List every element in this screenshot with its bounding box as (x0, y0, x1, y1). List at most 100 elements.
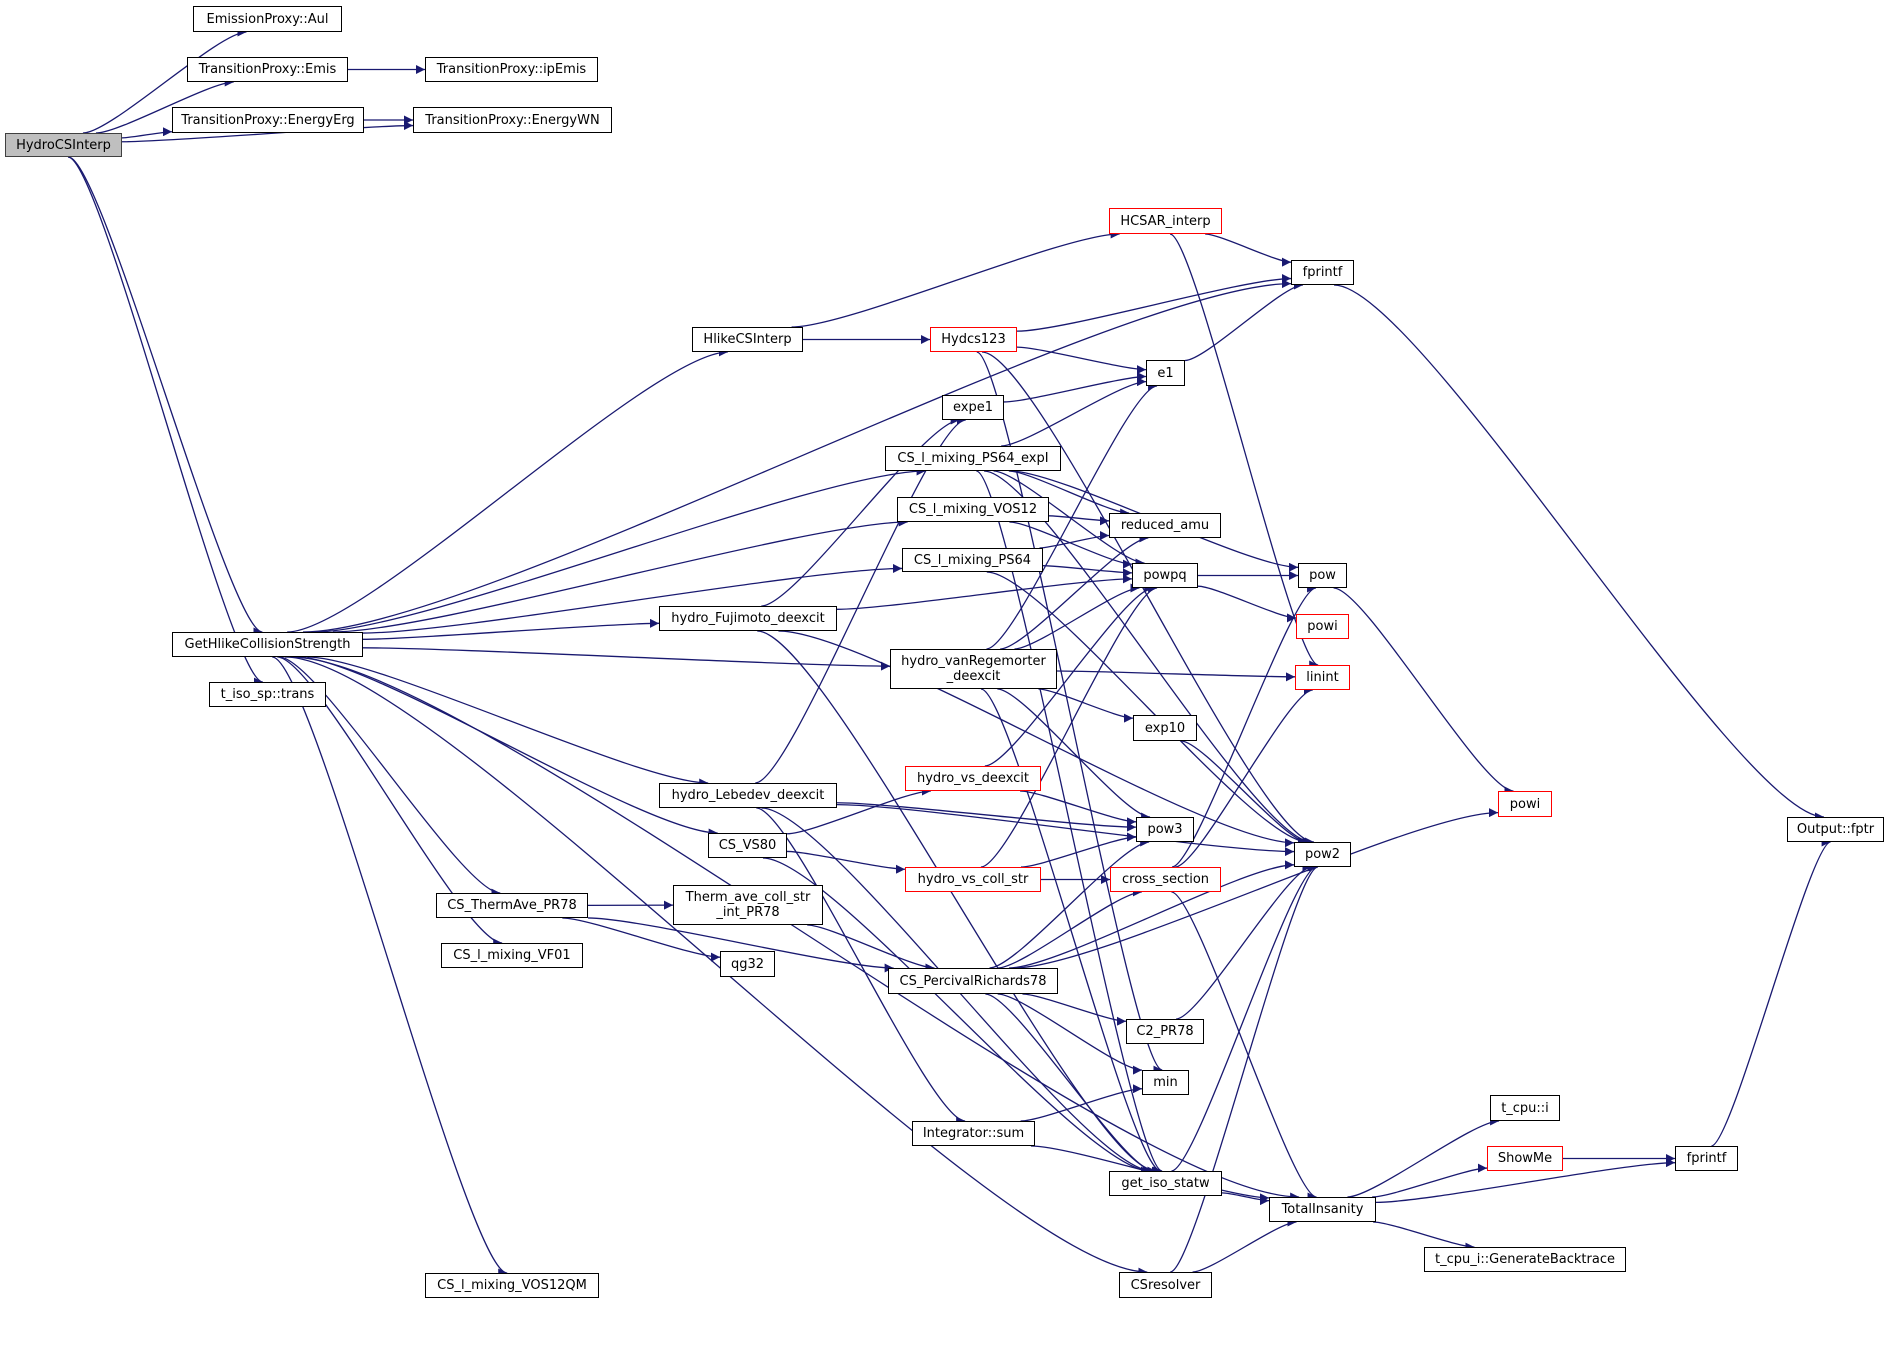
edge-pow-to-powi-low (1333, 587, 1514, 796)
edge-csresolver-to-pow2 (1169, 862, 1319, 1273)
node-pow[interactable]: pow (1298, 563, 1347, 588)
node-hydro-vs-coll-str[interactable]: hydro_vs_coll_str (905, 867, 1041, 892)
edge-cs-percival-richards78-to-get-iso-statw (985, 993, 1154, 1176)
edge-cs-l-mixing-ps64-to-reduced-amu (1039, 531, 1110, 549)
edge-get-hlike-collision-strength-to-csresolver (285, 656, 1148, 1277)
node-therm-ave-coll-str-int-pr78[interactable]: Therm_ave_coll_str _int_PR78 (673, 885, 823, 925)
edge-hcsar-interp-to-linint (1169, 233, 1319, 670)
node-t-cpu-i[interactable]: t_cpu::i (1490, 1095, 1560, 1121)
edge-hydro-csinterp-to-transition-proxy-emis (95, 77, 234, 134)
edge-cross-section-to-linint (1175, 685, 1313, 868)
node-fprintf-low[interactable]: fprintf (1675, 1146, 1738, 1171)
node-hydro-csinterp: HydroCSInterp (5, 133, 122, 157)
edge-cross-section-to-pow (1171, 583, 1317, 868)
node-fprintf-top[interactable]: fprintf (1291, 260, 1354, 285)
node-transition-proxy-energy-wn[interactable]: TransitionProxy::EnergyWN (413, 107, 612, 133)
node-t-iso-sp-trans[interactable]: t_iso_sp::trans (209, 682, 326, 707)
node-hydro-fujimoto-deexcit[interactable]: hydro_Fujimoto_deexcit (659, 606, 837, 631)
edge-exp10-to-pow2 (1181, 740, 1308, 847)
edge-integrator-sum-to-min (1020, 1084, 1143, 1122)
edge-cs-therm-ave-pr78-to-qg32 (562, 917, 721, 962)
node-get-iso-statw[interactable]: get_iso_statw (1109, 1171, 1222, 1196)
node-hlike-csinterp[interactable]: HlikeCSInterp (692, 327, 803, 352)
edge-get-iso-statw-to-pow2 (1171, 862, 1317, 1172)
edge-hydcs123-to-pow2 (981, 351, 1315, 847)
edge-get-hlike-collision-strength-to-cs-l-mixing-vos12 (332, 517, 908, 633)
node-get-hlike-collision-strength[interactable]: GetHlikeCollisionStrength (172, 632, 363, 657)
edge-hydro-lebedev-deexcit-to-pow3 (836, 802, 1137, 832)
node-pow3[interactable]: pow3 (1136, 817, 1194, 842)
edge-total-insanity-to-show-me (1372, 1163, 1488, 1198)
edge-get-hlike-collision-strength-to-cs-l-mixing-ps64-exp-i (314, 466, 926, 633)
node-linint[interactable]: linint (1295, 665, 1350, 690)
node-cross-section[interactable]: cross_section (1110, 867, 1221, 892)
node-integrator-sum[interactable]: Integrator::sum (912, 1121, 1035, 1146)
node-hydro-van-regemorter-deexcit[interactable]: hydro_vanRegemorter _deexcit (890, 649, 1057, 689)
node-transition-proxy-ip-emis[interactable]: TransitionProxy::ipEmis (425, 57, 598, 82)
edge-hydro-vs-coll-str-to-powpq (980, 583, 1158, 868)
edge-hydro-van-regemorter-deexcit-to-e1 (986, 381, 1158, 650)
edge-hydro-fujimoto-deexcit-to-get-iso-statw (757, 630, 1157, 1176)
edge-hcsar-interp-to-fprintf-top (1205, 233, 1292, 267)
node-min[interactable]: min (1142, 1070, 1189, 1095)
node-c2-pr78[interactable]: C2_PR78 (1126, 1019, 1204, 1044)
node-cs-percival-richards78[interactable]: CS_PercivalRichards78 (888, 968, 1058, 994)
node-cs-l-mixing-ps64[interactable]: CS_l_mixing_PS64 (902, 548, 1043, 572)
node-show-me[interactable]: ShowMe (1487, 1146, 1563, 1171)
node-hydro-vs-deexcit[interactable]: hydro_vs_deexcit (905, 766, 1041, 791)
node-csresolver[interactable]: CSresolver (1119, 1272, 1212, 1298)
edge-cs-l-mixing-ps64-to-powpq (1042, 565, 1133, 578)
edge-hydro-csinterp-to-t-iso-sp-trans (67, 156, 264, 687)
node-output-fptr[interactable]: Output::fptr (1787, 817, 1884, 842)
edge-cs-percival-richards78-to-pow3 (989, 837, 1150, 969)
node-cs-l-mixing-ps64-exp-i[interactable]: CS_l_mixing_PS64_expI (885, 446, 1061, 471)
edge-get-hlike-collision-strength-to-hydro-van-regemorter-deexcit (362, 647, 891, 671)
edge-total-insanity-to-t-cpu-i (1347, 1116, 1500, 1198)
node-cs-l-mixing-vf01[interactable]: CS_l_mixing_VF01 (441, 943, 583, 968)
edge-hydcs123-to-fprintf-top (1016, 274, 1292, 332)
edge-cs-l-mixing-ps64-to-pow2 (986, 571, 1308, 847)
edge-get-hlike-collision-strength-to-fprintf-top (302, 279, 1292, 633)
edge-hydro-van-regemorter-deexcit-to-exp10 (1038, 688, 1134, 723)
node-emission-proxy-aul[interactable]: EmissionProxy::Aul (193, 6, 342, 32)
edge-hydro-fujimoto-deexcit-to-powpq (836, 574, 1133, 610)
node-hydro-lebedev-deexcit[interactable]: hydro_Lebedev_deexcit (659, 783, 837, 808)
edge-cross-section-to-total-insanity (1171, 891, 1317, 1202)
node-cs-vs80[interactable]: CS_VS80 (708, 833, 787, 858)
edge-cs-l-mixing-ps64-exp-i-to-reduced-amu (1008, 470, 1130, 518)
edge-get-hlike-collision-strength-to-total-insanity (290, 656, 1300, 1202)
node-qg32[interactable]: qg32 (720, 951, 775, 977)
edge-hydro-lebedev-deexcit-to-pow2 (836, 803, 1295, 857)
node-t-cpu-i-generate-backtrace[interactable]: t_cpu_i::GenerateBacktrace (1424, 1247, 1626, 1272)
edge-cs-therm-ave-pr78-to-cs-percival-richards78 (587, 917, 894, 973)
node-powi-top[interactable]: powi (1296, 614, 1349, 639)
edge-hlike-csinterp-to-hcsar-interp (791, 229, 1120, 328)
edge-therm-ave-coll-str-int-pr78-to-cs-percival-richards78 (807, 924, 935, 973)
node-reduced-amu[interactable]: reduced_amu (1109, 513, 1221, 538)
edge-get-hlike-collision-strength-to-hydro-fujimoto-deexcit (362, 618, 660, 640)
edge-hydro-csinterp-to-transition-proxy-energy-wn (121, 121, 414, 143)
node-hydcs123[interactable]: Hydcs123 (930, 327, 1017, 352)
edge-hydcs123-to-e1 (1016, 346, 1147, 375)
node-cs-l-mixing-vos12[interactable]: CS_l_mixing_VOS12 (897, 497, 1049, 522)
edge-total-insanity-to-t-cpu-i-generate-backtrace (1373, 1221, 1475, 1252)
node-cs-l-mixing-vos12-qm[interactable]: CS_l_mixing_VOS12QM (425, 1273, 599, 1298)
edge-cs-vs80-to-hydro-vs-coll-str (786, 850, 906, 874)
node-e1[interactable]: e1 (1146, 360, 1185, 386)
node-hcsar-interp[interactable]: HCSAR_interp (1109, 208, 1222, 234)
node-transition-proxy-energy-erg[interactable]: TransitionProxy::EnergyErg (172, 107, 364, 133)
node-pow2[interactable]: pow2 (1294, 842, 1351, 867)
node-cs-therm-ave-pr78[interactable]: CS_ThermAve_PR78 (436, 893, 588, 918)
edge-cs-vs80-to-hydro-vs-deexcit (786, 786, 931, 835)
node-transition-proxy-emis[interactable]: TransitionProxy::Emis (187, 57, 348, 82)
edge-hydro-fujimoto-deexcit-to-pow2 (778, 630, 1295, 848)
edge-fprintf-top-to-output-fptr (1334, 284, 1824, 822)
edge-get-hlike-collision-strength-to-cs-l-mixing-ps64 (362, 563, 903, 634)
node-powi-low[interactable]: powi (1498, 791, 1552, 817)
node-exp10[interactable]: exp10 (1133, 715, 1197, 741)
edge-hydro-csinterp-to-transition-proxy-energy-erg (121, 127, 173, 139)
edge-get-hlike-collision-strength-to-cs-therm-ave-pr78 (279, 656, 501, 898)
node-powpq[interactable]: powpq (1132, 563, 1198, 588)
node-total-insanity[interactable]: TotalInsanity (1269, 1197, 1376, 1222)
node-expe1[interactable]: expe1 (942, 395, 1004, 420)
